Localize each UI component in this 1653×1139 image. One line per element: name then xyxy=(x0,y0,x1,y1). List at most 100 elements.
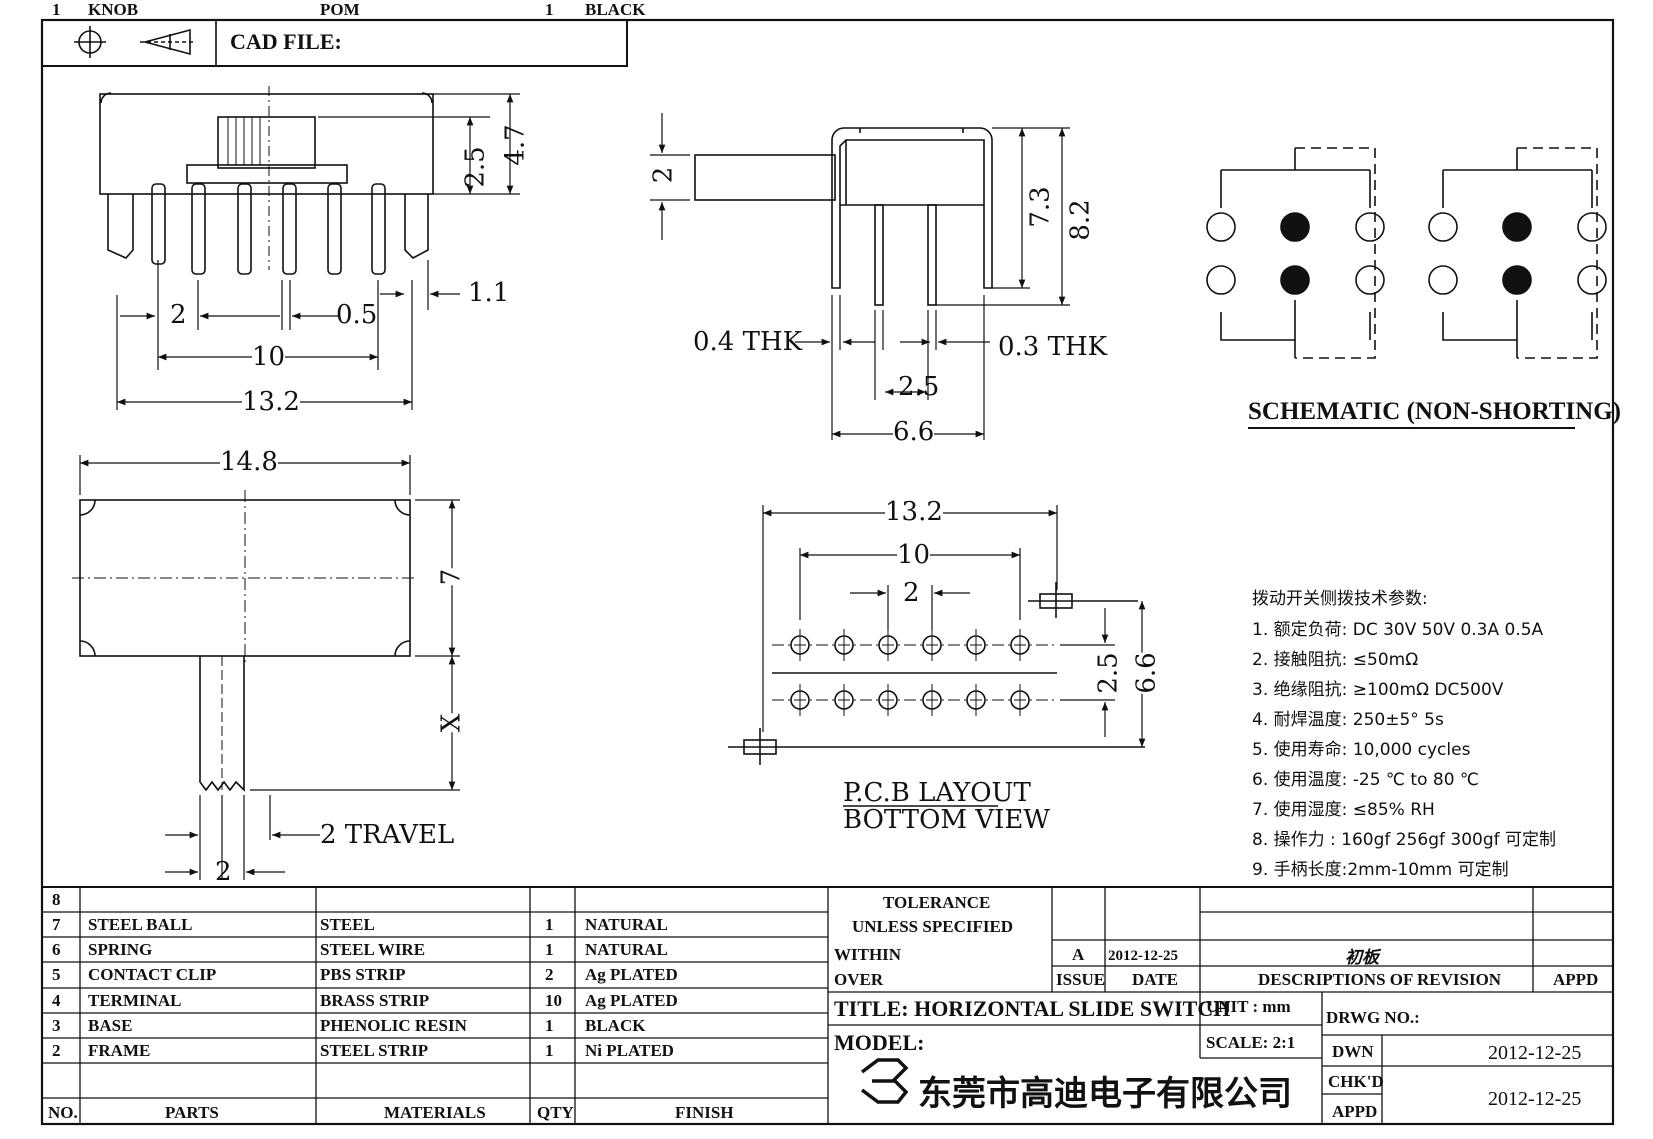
spec-item: 5. 使用寿命: 10,000 cycles xyxy=(1252,740,1471,760)
dim-pcb-13-2: 13.2 xyxy=(885,497,943,527)
bom-finish: BLACK xyxy=(585,1016,646,1035)
dim-gap-0-5: 0.5 xyxy=(336,300,378,330)
pcb-layout xyxy=(728,582,1145,765)
bom-part: STEEL BALL xyxy=(88,915,193,934)
bom-material: BRASS STRIP xyxy=(320,991,430,1010)
bom-finish: NATURAL xyxy=(585,915,668,934)
drawing-title: TITLE: HORIZONTAL SLIDE SWITCH xyxy=(834,996,1231,1021)
dim-thk-right: 0.3 THK xyxy=(998,332,1108,362)
bom-header-materials: MATERIALS xyxy=(384,1103,486,1122)
bom-part: KNOB xyxy=(88,0,139,19)
bom-header-parts: PARTS xyxy=(165,1103,219,1122)
cad-file-label: CAD FILE: xyxy=(230,29,342,54)
schematic-diagram xyxy=(1206,147,1607,359)
spec-item: 9. 手柄长度:2mm-10mm 可定制 xyxy=(1252,860,1509,880)
bom-qty: 10 xyxy=(545,991,562,1010)
drawing-number-label: DRWG NO.: xyxy=(1326,1008,1420,1027)
dim-pitch-2: 2 xyxy=(170,300,187,330)
bom-material: PBS STRIP xyxy=(320,965,406,984)
dim-14-8: 14.8 xyxy=(220,447,278,477)
bom-finish: BLACK xyxy=(585,0,646,19)
dim-7-3: 7.3 xyxy=(1025,186,1056,228)
bom-part: TERMINAL xyxy=(88,991,182,1010)
dim-knob-w: 2 xyxy=(215,857,232,887)
bom-no: 1 xyxy=(52,0,61,19)
dim-pcb-2-5: 2.5 xyxy=(1093,652,1124,694)
dim-thk-left: 0.4 THK xyxy=(693,327,803,357)
side-view xyxy=(694,127,993,306)
bom-part: FRAME xyxy=(88,1041,151,1060)
approved-label: APPD xyxy=(1332,1102,1378,1121)
bom-header-no: NO. xyxy=(48,1103,78,1122)
bom-qty: 1 xyxy=(545,1016,554,1035)
bom-finish: Ni PLATED xyxy=(585,1041,674,1060)
appd-label: APPD xyxy=(1553,970,1599,989)
bom-part: CONTACT CLIP xyxy=(88,965,217,984)
front-view xyxy=(99,86,434,275)
bom-material: PHENOLIC RESIN xyxy=(320,1016,467,1035)
bom-material: POM xyxy=(320,0,360,19)
bom-qty: 1 xyxy=(545,940,554,959)
bom-table xyxy=(42,886,1613,1124)
dim-pcb-6-6: 6.6 xyxy=(1131,652,1162,694)
bom-qty: 1 xyxy=(545,0,554,19)
checked-label: CHK'D xyxy=(1328,1072,1384,1091)
dim-travel: 2 TRAVEL xyxy=(320,820,455,850)
drawn-by-label: DWN xyxy=(1332,1042,1374,1061)
bom-qty: 1 xyxy=(545,915,554,934)
pcb-layout-label: P.C.B LAYOUT xyxy=(843,778,1031,808)
bom-no: 3 xyxy=(52,1016,61,1035)
bom-finish: Ag PLATED xyxy=(585,965,678,984)
bom-header-finish: FINISH xyxy=(675,1103,734,1122)
bom-part: SPRING xyxy=(88,940,153,959)
dim-knob-2: 2 xyxy=(648,166,679,184)
bom-finish: NATURAL xyxy=(585,940,668,959)
dim-2-5: 2.5 xyxy=(460,146,491,188)
spec-title: 拨动开关侧拨技术参数: xyxy=(1252,589,1428,609)
spec-item: 7. 使用湿度: ≤85% RH xyxy=(1252,800,1435,820)
dim-side-2-5: 2.5 xyxy=(898,372,940,402)
revision-desc-label: DESCRIPTIONS OF REVISION xyxy=(1258,970,1502,989)
date-label: DATE xyxy=(1132,970,1178,989)
company-name: 东莞市高迪电子有限公司 xyxy=(918,1074,1292,1114)
unless-specified-label: UNLESS SPECIFIED xyxy=(852,917,1014,936)
issue-date: 2012-12-25 xyxy=(1108,948,1178,964)
bottom-view-label: BOTTOM VIEW xyxy=(843,805,1051,835)
bom-finish: Ag PLATED xyxy=(585,991,678,1010)
bom-qty: 1 xyxy=(545,1041,554,1060)
scale-label: SCALE: 2:1 xyxy=(1206,1033,1296,1052)
bom-no: 8 xyxy=(52,890,61,909)
dim-side-6-6: 6.6 xyxy=(893,417,935,447)
spec-item: 3. 绝缘阻抗: ≥100mΩ DC500V xyxy=(1252,680,1504,700)
top-view xyxy=(72,490,418,792)
bom-material: STEEL xyxy=(320,915,375,934)
within-label: WITHIN xyxy=(834,945,902,964)
issue-label: ISSUE xyxy=(1056,970,1106,989)
dim-4-7: 4.7 xyxy=(500,124,531,166)
dim-span-10: 10 xyxy=(252,342,286,372)
unit-label: UNIT : mm xyxy=(1206,997,1291,1016)
revision-note: 初板 xyxy=(1345,948,1379,968)
tolerance-label: TOLERANCE xyxy=(883,893,991,912)
drawn-date: 2012-12-25 xyxy=(1488,1042,1582,1064)
spec-item: 1. 额定负荷: DC 30V 50V 0.3A 0.5A xyxy=(1252,620,1544,640)
bom-material: STEEL WIRE xyxy=(320,940,426,959)
model-label: MODEL: xyxy=(834,1030,925,1055)
over-label: OVER xyxy=(834,970,884,989)
spec-item: 4. 耐焊温度: 250±5° 5s xyxy=(1252,710,1444,730)
dim-8-2: 8.2 xyxy=(1065,199,1096,241)
spec-item: 2. 接触阻抗: ≤50mΩ xyxy=(1252,650,1419,670)
bom-material: STEEL STRIP xyxy=(320,1041,429,1060)
company-logo-icon xyxy=(860,1058,909,1104)
bom-no: 7 xyxy=(52,915,61,934)
bom-header-qty: QTY xyxy=(537,1103,574,1122)
issue-value: A xyxy=(1072,945,1085,964)
dim-pcb-10: 10 xyxy=(897,540,931,570)
bom-no: 5 xyxy=(52,965,61,984)
dim-pcb-2: 2 xyxy=(903,578,920,608)
bom-part: BASE xyxy=(88,1016,133,1035)
bom-qty: 2 xyxy=(545,965,554,984)
dim-body-7: 7 xyxy=(436,568,467,586)
bom-no: 2 xyxy=(52,1041,61,1060)
